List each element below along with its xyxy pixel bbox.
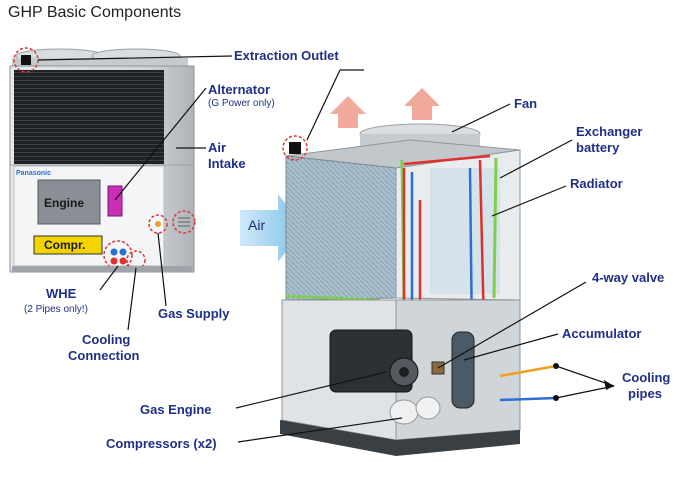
whe-port-icon-2 [119,248,127,256]
label-gas-supply: Gas Supply [158,306,230,321]
exhaust-arrow-icon [330,96,366,128]
label-compressors: Compressors (x2) [106,436,217,451]
label-air-intake-1: Air [208,140,227,155]
label-whe: WHE [46,286,77,301]
compressor-2 [415,396,441,420]
air-arrow-label: Air [248,217,266,233]
left-unit [9,47,196,273]
exchanger-coil [285,155,397,301]
gas-valve-icon [178,217,190,227]
engine-block [37,179,101,225]
page-title: GHP Basic Components [8,4,182,21]
bracket-arrow-icon [604,380,614,390]
exhaust-arrow-icon-2 [404,88,440,120]
label-four-way-valve: 4-way valve [592,270,665,285]
label-accumulator: Accumulator [562,326,642,341]
cooling-port-icon [110,257,118,265]
label-gas-engine: Gas Engine [140,402,212,417]
compr-label: Compr. [44,238,86,252]
label-alternator-note: (G Power only) [208,98,275,109]
label-radiator: Radiator [570,176,623,191]
label-air-intake-2: Intake [208,156,246,171]
label-cooling-connection-1: Cooling [82,332,131,347]
label-cooling-pipes-1: Cooling [622,370,671,385]
right-unit [280,88,557,456]
leader-dots [553,363,559,401]
brand-label: Panasonic [16,170,52,177]
compressor-1 [389,399,419,425]
radiator-panel [430,168,500,294]
accumulator [451,331,475,409]
extraction-outlet-marker-2 [282,135,308,161]
outlet-square-icon-2 [289,142,301,154]
outlet-square-icon [21,55,31,65]
intake-grille [14,70,164,164]
label-alternator: Alternator [208,82,271,97]
compressor-block [33,235,103,255]
label-cooling-connection-2: Connection [68,348,140,363]
engine-label: Engine [44,196,85,210]
label-cooling-pipes-2: pipes [628,386,662,401]
label-whe-note: (2 Pipes only!) [24,304,88,315]
cooling-port-icon-2 [119,257,127,265]
whe-port-icon [110,248,118,256]
leader-lines [37,55,615,443]
label-exchanger-battery-1: Exchanger [576,124,643,139]
label-exchanger-battery-2: battery [576,140,620,155]
label-extraction-outlet: Extraction Outlet [234,48,339,63]
cooling-connection-marker [126,250,146,270]
alternator-block [107,185,123,217]
gas-valve-marker [172,210,196,234]
gas-supply-marker [148,214,168,234]
label-fan: Fan [514,96,538,111]
gas-port-icon [155,221,161,227]
